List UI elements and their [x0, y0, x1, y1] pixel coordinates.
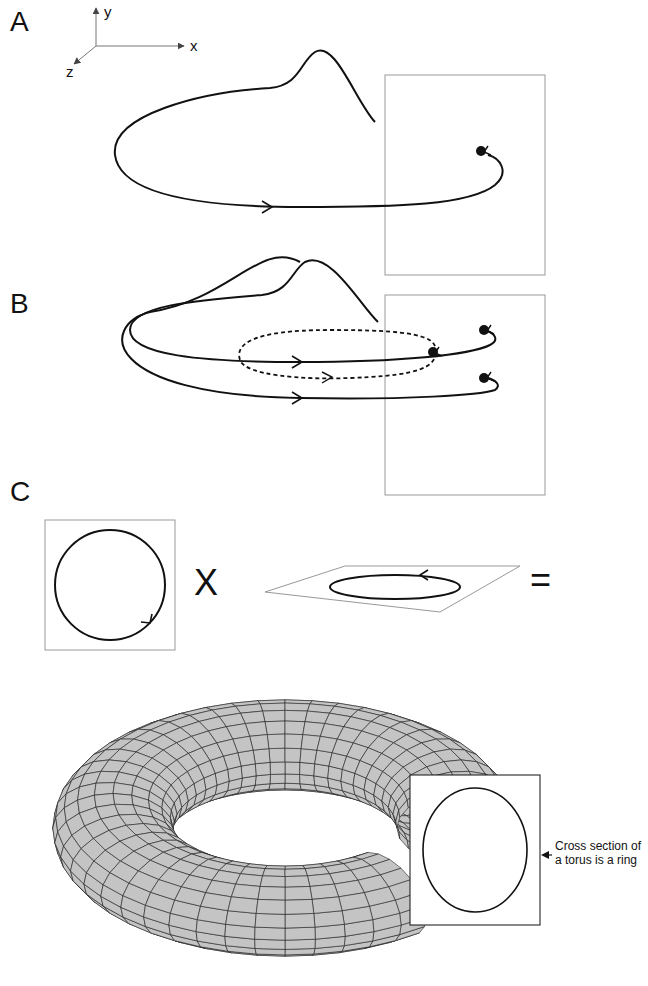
panel-b	[122, 257, 545, 495]
torus-face	[255, 774, 270, 785]
torus-face	[94, 783, 114, 796]
torus-face	[260, 876, 285, 887]
torus-face	[285, 703, 310, 711]
torus-face	[113, 793, 133, 804]
torus-face	[175, 887, 206, 906]
callout-text: Cross section of a torus is a ring	[555, 840, 643, 868]
torus-face	[201, 893, 232, 911]
torus-face	[364, 887, 395, 906]
torus-face	[113, 783, 133, 796]
axis-label: y	[104, 4, 112, 19]
torus-face	[285, 783, 301, 789]
torus-face	[285, 939, 315, 949]
torus-face	[285, 899, 314, 914]
torus-face	[300, 762, 315, 775]
torus-face	[285, 762, 300, 775]
torus-face	[300, 749, 317, 764]
torus-face	[339, 893, 370, 911]
torus-face	[285, 748, 301, 762]
torus-face	[255, 913, 285, 928]
torus-face	[270, 762, 285, 775]
torus-face	[228, 897, 258, 914]
torus-face	[285, 734, 303, 749]
axis-label: z	[66, 64, 74, 79]
torus-face	[312, 897, 342, 914]
torus-face	[285, 927, 315, 940]
torus-face	[285, 710, 307, 721]
torus-face	[300, 774, 315, 785]
panel-letter: C	[10, 478, 30, 506]
operator-symbol: X	[194, 565, 218, 601]
torus-face	[285, 913, 315, 928]
torus-face	[258, 886, 285, 900]
torus-face	[255, 927, 285, 940]
torus-face	[399, 800, 409, 817]
torus-face	[285, 869, 307, 877]
panel-c-factors	[45, 520, 520, 650]
torus-face	[285, 876, 310, 887]
torus-face	[269, 783, 285, 789]
torus-face	[256, 899, 285, 914]
cross-section	[410, 775, 552, 925]
torus-face	[285, 774, 300, 784]
torus-face	[263, 710, 285, 721]
panel-letter: A	[10, 8, 29, 36]
axis-label: x	[190, 38, 198, 53]
torus-face	[265, 721, 285, 735]
torus-face	[253, 749, 270, 764]
panel-letter: B	[10, 290, 29, 318]
torus-face	[285, 886, 312, 900]
torus-face	[399, 831, 409, 848]
torus-face	[255, 939, 285, 949]
torus-face	[270, 774, 285, 784]
torus-face	[269, 748, 285, 762]
panel-a	[115, 50, 545, 275]
torus-face	[263, 869, 285, 877]
torus-face	[255, 762, 270, 775]
torus-face	[285, 721, 305, 735]
torus-face	[267, 734, 285, 749]
operator-symbol: =	[530, 562, 551, 598]
torus-face	[260, 703, 285, 711]
axes	[74, 8, 184, 64]
